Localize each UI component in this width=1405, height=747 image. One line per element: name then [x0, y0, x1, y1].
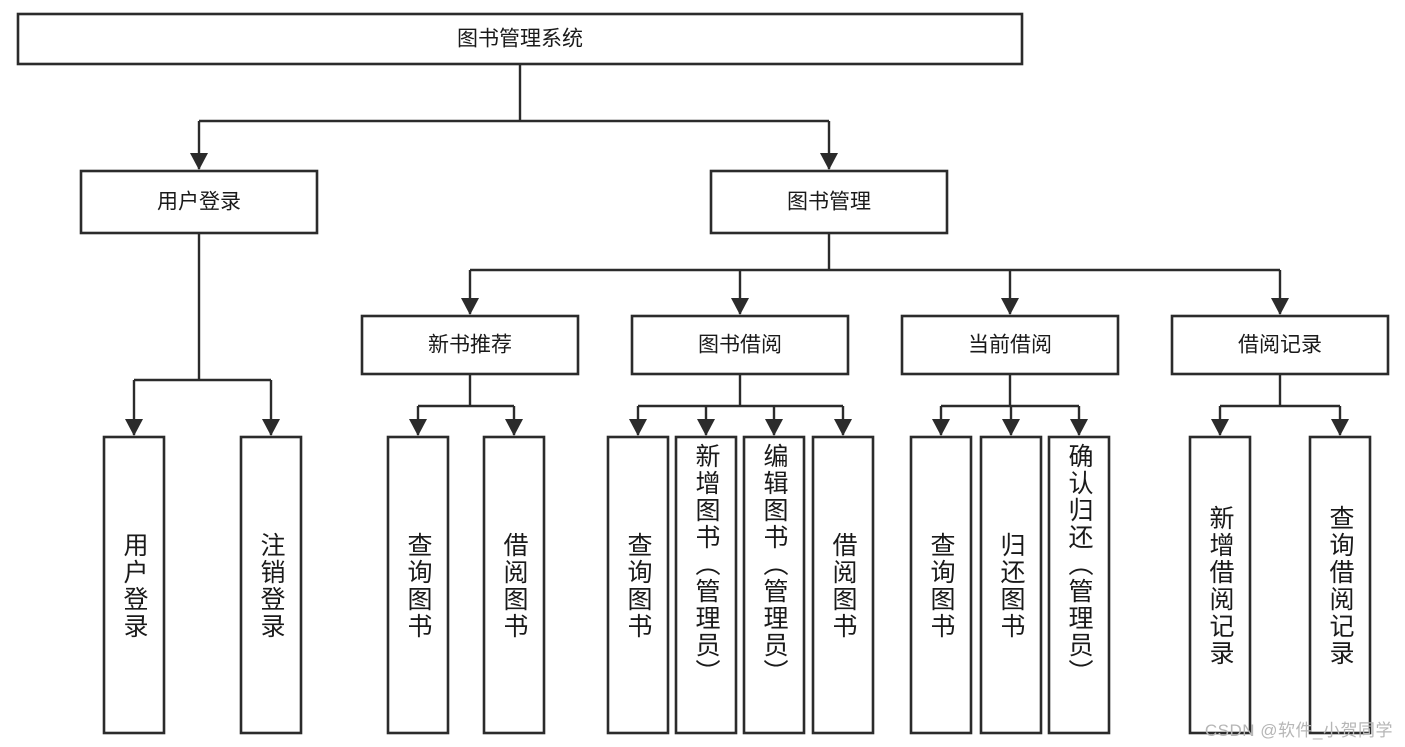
- node-box-leaf-user-login[interactable]: [102, 435, 166, 735]
- node-box-leaf-borrow-book-rec[interactable]: [482, 435, 546, 735]
- arrow-head-leaf-add-borrow-record: [1211, 419, 1229, 436]
- arrow-head-leaf-borrow-book: [834, 419, 852, 436]
- node-box-leaf-add-book-admin[interactable]: [674, 435, 738, 735]
- arrow-head-leaf-edit-book-admin: [765, 419, 783, 436]
- node-box-leaf-edit-book-admin[interactable]: [742, 435, 806, 735]
- node-label-borrow-record: 借阅记录: [1238, 334, 1322, 357]
- arrow-head-leaf-borrow-book-rec: [505, 419, 523, 436]
- node-box-current-borrow[interactable]: [900, 314, 1120, 376]
- arrow-head-leaf-query-borrow-record: [1331, 419, 1349, 436]
- arrow-head-leaf-user-logout: [262, 419, 280, 436]
- arrow-head-borrow-record: [1271, 298, 1289, 315]
- node-label-book-manage: 图书管理: [787, 191, 871, 214]
- node-label-user-login: 用户登录: [157, 191, 241, 214]
- arrow-head-leaf-query-book-borrow: [629, 419, 647, 436]
- node-box-leaf-query-borrow-record[interactable]: [1308, 435, 1372, 735]
- node-box-leaf-borrow-book[interactable]: [811, 435, 875, 735]
- node-box-root[interactable]: [16, 12, 1024, 66]
- node-label-current-borrow: 当前借阅: [968, 334, 1052, 357]
- arrow-head-book-borrow: [731, 298, 749, 315]
- node-box-user-login[interactable]: [79, 169, 319, 235]
- node-label-new-book-rec: 新书推荐: [428, 334, 512, 357]
- node-box-leaf-add-borrow-record[interactable]: [1188, 435, 1252, 735]
- arrow-head-leaf-confirm-return-admin: [1070, 419, 1088, 436]
- node-box-book-borrow[interactable]: [630, 314, 850, 376]
- node-box-leaf-user-logout[interactable]: [239, 435, 303, 735]
- connectors-layer: [125, 64, 1349, 436]
- arrow-head-leaf-query-book-rec: [409, 419, 427, 436]
- arrow-head-user-login: [190, 153, 208, 170]
- node-label-root: 图书管理系统: [457, 28, 583, 51]
- node-box-leaf-confirm-return-admin[interactable]: [1047, 435, 1111, 735]
- node-box-leaf-query-book-cur[interactable]: [909, 435, 973, 735]
- node-label-book-borrow: 图书借阅: [698, 334, 782, 357]
- arrow-head-leaf-return-book: [1002, 419, 1020, 436]
- node-box-new-book-rec[interactable]: [360, 314, 580, 376]
- node-box-book-manage[interactable]: [709, 169, 949, 235]
- arrow-head-leaf-add-book-admin: [697, 419, 715, 436]
- arrow-head-new-book-rec: [461, 298, 479, 315]
- node-box-leaf-query-book-borrow[interactable]: [606, 435, 670, 735]
- arrow-head-current-borrow: [1001, 298, 1019, 315]
- arrow-head-leaf-user-login: [125, 419, 143, 436]
- node-box-leaf-query-book-rec[interactable]: [386, 435, 450, 735]
- arrow-head-leaf-query-book-cur: [932, 419, 950, 436]
- watermark-text: CSDN @软件_小贺同学: [1204, 721, 1393, 740]
- arrow-head-book-manage: [820, 153, 838, 170]
- node-box-leaf-return-book[interactable]: [979, 435, 1043, 735]
- node-box-borrow-record[interactable]: [1170, 314, 1390, 376]
